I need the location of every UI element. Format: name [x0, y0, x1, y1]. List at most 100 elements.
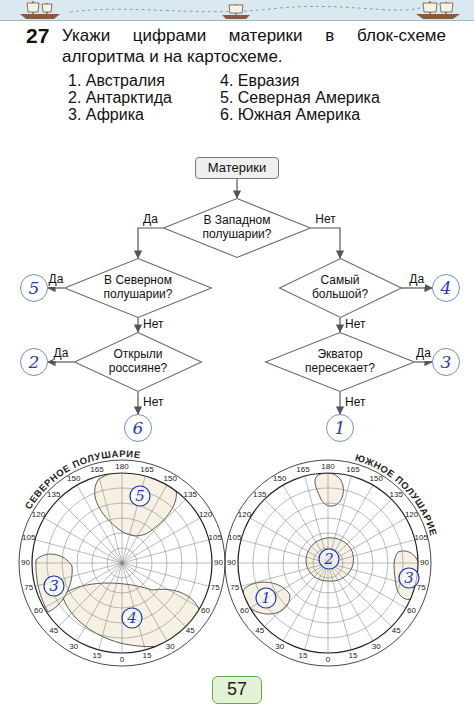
- meridian-line: [328, 563, 351, 650]
- branch-label: Да: [53, 347, 70, 361]
- degree-label: 60: [201, 607, 210, 615]
- task-number: 27: [26, 24, 49, 47]
- handwritten-number: 1: [335, 420, 346, 437]
- handwritten-number: 1: [261, 591, 271, 606]
- meridian-line: [35, 540, 122, 563]
- hemisphere-title: ЮЖНОЕ ПОЛУШАРИЕ: [354, 452, 439, 537]
- degree-label: 165: [140, 466, 153, 474]
- flow-arrow: [402, 287, 433, 288]
- meridian-line: [122, 563, 200, 608]
- handwritten-number: 4: [441, 280, 452, 297]
- answer-circle: 1: [326, 414, 354, 442]
- ship-sails: [423, 3, 453, 12]
- meridian-line: [328, 563, 373, 641]
- decision-diamond: В Северном полушарии?: [64, 258, 212, 318]
- decision-diamond: Открыли россияне?: [74, 332, 202, 392]
- sea-route: [70, 6, 420, 12]
- degree-label: 30: [372, 643, 381, 651]
- flow-arrow: [48, 287, 64, 288]
- node-text: Материки: [208, 160, 266, 176]
- node-text: Экватор пересекает?: [301, 348, 379, 376]
- meridian-line: [122, 563, 212, 564]
- handwritten-number: 3: [404, 571, 414, 586]
- pen-circle: [44, 576, 64, 596]
- meridian-line: [328, 563, 406, 608]
- north-america-outline: [95, 470, 177, 536]
- ship-sails: [27, 3, 52, 12]
- diamond-shape: [266, 333, 415, 392]
- meridian-line: [32, 563, 122, 564]
- sailing-ship: [222, 4, 250, 19]
- meridian-line: [58, 499, 122, 563]
- node-text: Самый большой?: [301, 274, 379, 302]
- pen-circles: [44, 486, 150, 628]
- meridian-line: [99, 563, 122, 650]
- degree-label: 15: [349, 652, 358, 660]
- pen-circle: [130, 486, 150, 506]
- meridian-line: [264, 499, 328, 563]
- list-item: 1. Австралия: [68, 72, 165, 90]
- answer-circle: 3: [432, 348, 460, 376]
- meridian-line: [58, 563, 122, 627]
- task-text: Укажи цифрами материки в блок-схеме алго…: [62, 25, 446, 68]
- hemisphere-title-text: СЕВЕРНОЕ ПОЛУШАРИЕ: [23, 448, 142, 511]
- diamond-shape: [164, 199, 311, 258]
- degree-label: 60: [240, 607, 249, 615]
- equator-circle: [32, 473, 212, 653]
- list-item: 2. Антарктида: [68, 89, 172, 107]
- decision-diamond: В Западном полушарии?: [163, 198, 311, 258]
- degree-label: 165: [90, 466, 103, 474]
- degree-label: 45: [186, 627, 195, 635]
- handwritten-number: 2: [29, 354, 40, 371]
- meridian-line: [238, 563, 328, 564]
- degree-label: 150: [164, 475, 177, 483]
- node-text: В Западном полушарии?: [198, 214, 276, 242]
- flow-arrow: [311, 228, 340, 258]
- sailing-ship: [20, 1, 60, 19]
- meridian-line: [122, 563, 186, 627]
- degree-label: 135: [47, 491, 60, 499]
- handwritten-number: 6: [133, 420, 144, 437]
- degree-label: 15: [143, 652, 152, 660]
- degree-label: 180: [115, 463, 128, 471]
- meridian-line: [122, 563, 123, 653]
- meridian-line: [122, 563, 209, 586]
- branch-label: Да: [415, 347, 432, 361]
- degree-label: 135: [253, 491, 266, 499]
- list-item: 6. Южная Америка: [220, 106, 360, 124]
- meridian-line: [122, 499, 186, 563]
- flow-arrow: [138, 228, 163, 258]
- degree-label: 90: [227, 559, 236, 567]
- flow-arrow: [415, 361, 432, 362]
- flow-arrow: [339, 392, 340, 414]
- pen-circle: [319, 549, 339, 569]
- diamond-shape: [75, 333, 202, 392]
- diamond-shape: [279, 259, 401, 318]
- degree-label: 75: [211, 584, 220, 592]
- hemisphere-title: СЕВЕРНОЕ ПОЛУШАРИЕ: [23, 448, 142, 511]
- degree-label: 180: [321, 463, 334, 471]
- degree-label: 105: [22, 534, 35, 542]
- degree-label: 105: [209, 534, 222, 542]
- australia-outline: [243, 582, 290, 614]
- degree-label: 90: [420, 559, 429, 567]
- diamond-shape: [65, 259, 212, 318]
- handwritten-number: 3: [441, 354, 452, 371]
- list-item: 3. Африка: [68, 106, 144, 124]
- degree-label: 45: [255, 627, 264, 635]
- degree-label: 30: [69, 643, 78, 651]
- meridian-line: [283, 563, 328, 641]
- branch-label: Да: [142, 213, 159, 227]
- handwritten-number: 3: [49, 579, 59, 594]
- handwritten-number: 5: [135, 489, 145, 504]
- ship-sails: [229, 5, 243, 13]
- degree-label: 0: [326, 656, 330, 664]
- handwritten-number: 2: [324, 552, 334, 567]
- meridian-line: [122, 563, 145, 650]
- degree-label: 105: [228, 534, 241, 542]
- degree-label: 120: [238, 511, 251, 519]
- degree-label: 75: [24, 584, 33, 592]
- degree-label: 60: [407, 607, 416, 615]
- degree-label: 45: [49, 627, 58, 635]
